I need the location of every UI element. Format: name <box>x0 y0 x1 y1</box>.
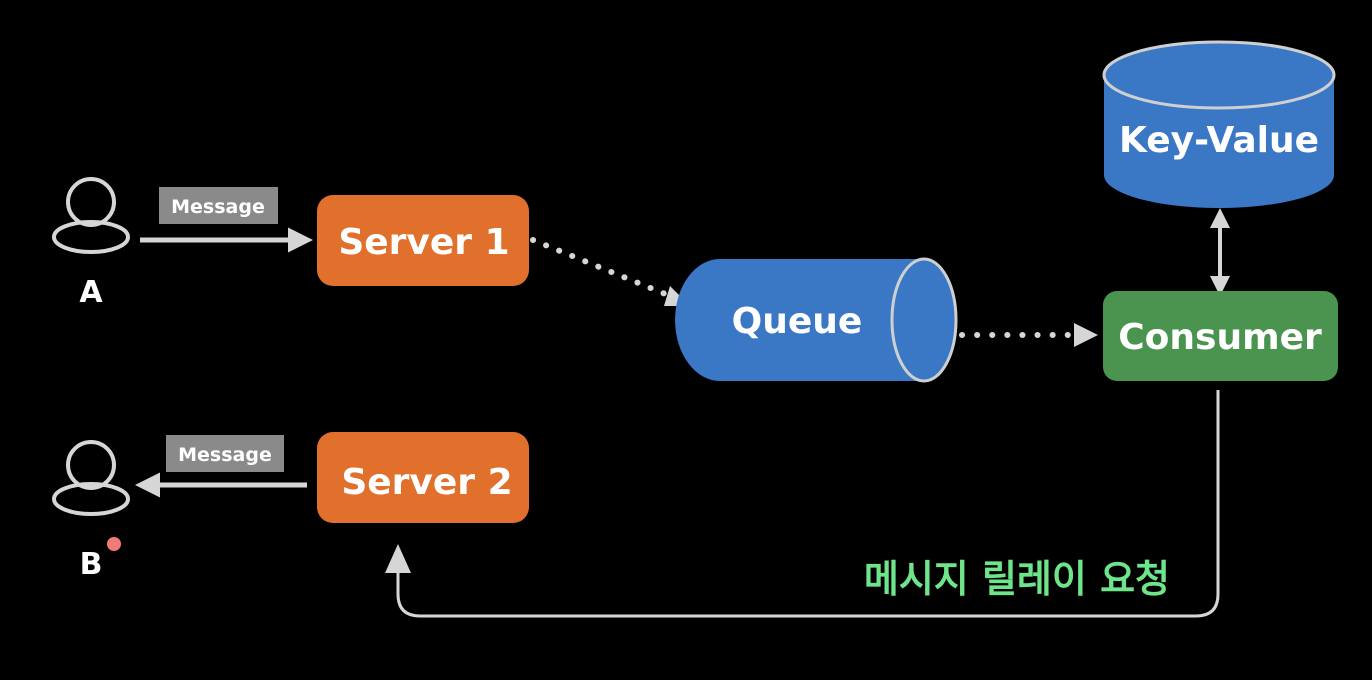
server1-node[interactable]: Server 1 <box>317 195 529 286</box>
queue-node[interactable]: Queue <box>675 257 958 383</box>
arrowhead-consumer <box>1074 323 1098 347</box>
user-b-label: B <box>80 547 103 582</box>
message-tag-b: Message <box>166 435 284 472</box>
message-tag-text: Message <box>178 444 272 466</box>
server2-node[interactable]: Server 2 <box>317 432 529 523</box>
notification-dot-icon <box>107 537 121 551</box>
relay-request-label: 메시지 릴레이 요청 <box>864 557 1170 601</box>
kv-store-label: Key-Value <box>1119 120 1319 161</box>
arrowhead-server2 <box>385 544 411 573</box>
message-tag-bg <box>166 435 284 472</box>
queue-label: Queue <box>732 301 863 342</box>
consumer-box[interactable] <box>1103 291 1338 381</box>
server2-box[interactable] <box>317 432 529 523</box>
kv-store-top <box>1102 40 1336 110</box>
message-tag-bg <box>159 187 278 224</box>
user-icon <box>52 177 130 254</box>
server2-label: Server 2 <box>341 462 512 503</box>
queue-end-cap <box>890 257 958 383</box>
kv-store-node[interactable]: Key-Value <box>1102 40 1336 208</box>
dotted-arrow-server1-to-queue <box>530 237 683 303</box>
relay-arrow-consumer-to-server2 <box>396 390 1220 618</box>
user-a: A <box>52 177 130 310</box>
message-tag-a: Message <box>159 187 278 224</box>
message-tag-text: Message <box>171 196 265 218</box>
user-a-label: A <box>79 275 103 310</box>
user-b: B <box>52 440 130 582</box>
kv-store-body[interactable] <box>1104 75 1334 208</box>
server1-box[interactable] <box>317 195 529 286</box>
server1-label: Server 1 <box>338 222 509 263</box>
queue-body[interactable] <box>675 259 956 381</box>
consumer-node[interactable]: Consumer <box>1103 291 1338 381</box>
user-icon <box>52 440 130 516</box>
consumer-label: Consumer <box>1118 317 1322 358</box>
